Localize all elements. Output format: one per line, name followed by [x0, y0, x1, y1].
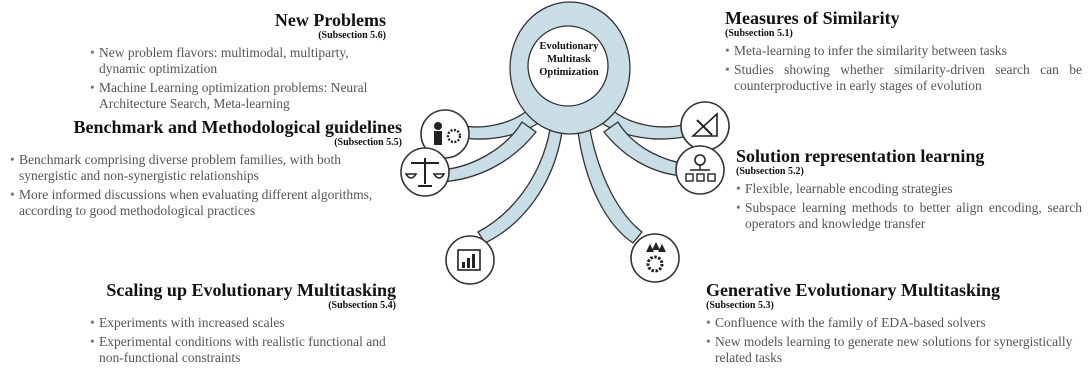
list-item: Meta-learning to infer the similarity be… — [725, 43, 1082, 59]
section-similarity: Measures of Similarity (Subsection 5.1) … — [725, 8, 1082, 97]
section-list: Confluence with the family of EDA-based … — [706, 315, 1082, 366]
list-item: Experimental conditions with realistic f… — [90, 334, 396, 366]
center-label-line1: Evolutionary — [539, 41, 599, 52]
section-title: Scaling up Evolutionary Multitasking — [106, 280, 396, 300]
section-subsection: (Subsection 5.1) — [725, 28, 793, 39]
list-item: Confluence with the family of EDA-based … — [706, 315, 1082, 331]
section-subsection: (Subsection 5.2) — [736, 166, 804, 177]
list-item: More informed discussions when evaluatin… — [10, 187, 392, 219]
section-list: New problem flavors: multimodal, multipa… — [90, 45, 386, 112]
section-generative: Generative Evolutionary Multitasking (Su… — [706, 280, 1082, 369]
hierarchy-icon — [675, 145, 725, 195]
section-subsection: (Subsection 5.3) — [706, 300, 774, 311]
ruler-triangle-icon — [680, 101, 730, 151]
section-subsection: (Subsection 5.6) — [318, 30, 386, 41]
section-subsection: (Subsection 5.4) — [328, 300, 396, 311]
section-list: Experiments with increased scales Experi… — [90, 315, 396, 366]
section-title: Generative Evolutionary Multitasking — [706, 280, 1000, 300]
section-title: New Problems — [274, 10, 386, 30]
center-label-line3: Optimization — [539, 67, 599, 78]
gears-arrows-icon — [630, 233, 680, 283]
list-item: New models learning to generate new solu… — [706, 334, 1082, 366]
section-title: Solution representation learning — [736, 146, 985, 166]
list-item: Experiments with increased scales — [90, 315, 396, 331]
person-gear-icon — [420, 109, 470, 159]
list-item: Machine Learning optimization problems: … — [90, 80, 386, 112]
center-label: Evolutionary Multitask Optimization — [519, 40, 619, 79]
balance-scale-icon — [400, 147, 450, 197]
tentacle-generative — [577, 129, 643, 244]
section-scaling: Scaling up Evolutionary Multitasking (Su… — [90, 280, 396, 369]
list-item: Flexible, learnable encoding strategies — [736, 181, 1082, 197]
section-title: Benchmark and Methodological guidelines — [73, 117, 402, 137]
bar-chart-icon — [445, 235, 495, 285]
section-new-problems: New Problems (Subsection 5.6) New proble… — [90, 10, 386, 115]
section-benchmark: Benchmark and Methodological guidelines … — [10, 117, 402, 222]
section-subsection: (Subsection 5.5) — [334, 137, 402, 148]
list-item: Subspace learning methods to better alig… — [736, 200, 1082, 232]
section-list: Meta-learning to infer the similarity be… — [725, 43, 1082, 94]
list-item: New problem flavors: multimodal, multipa… — [90, 45, 386, 77]
section-title: Measures of Similarity — [725, 8, 900, 28]
section-representation: Solution representation learning (Subsec… — [736, 146, 1082, 235]
list-item: Benchmark comprising diverse problem fam… — [10, 152, 392, 184]
section-list: Benchmark comprising diverse problem fam… — [10, 152, 392, 219]
list-item: Studies showing whether similarity-drive… — [725, 62, 1082, 94]
section-list: Flexible, learnable encoding strategies … — [736, 181, 1082, 232]
center-label-line2: Multitask — [547, 54, 591, 65]
